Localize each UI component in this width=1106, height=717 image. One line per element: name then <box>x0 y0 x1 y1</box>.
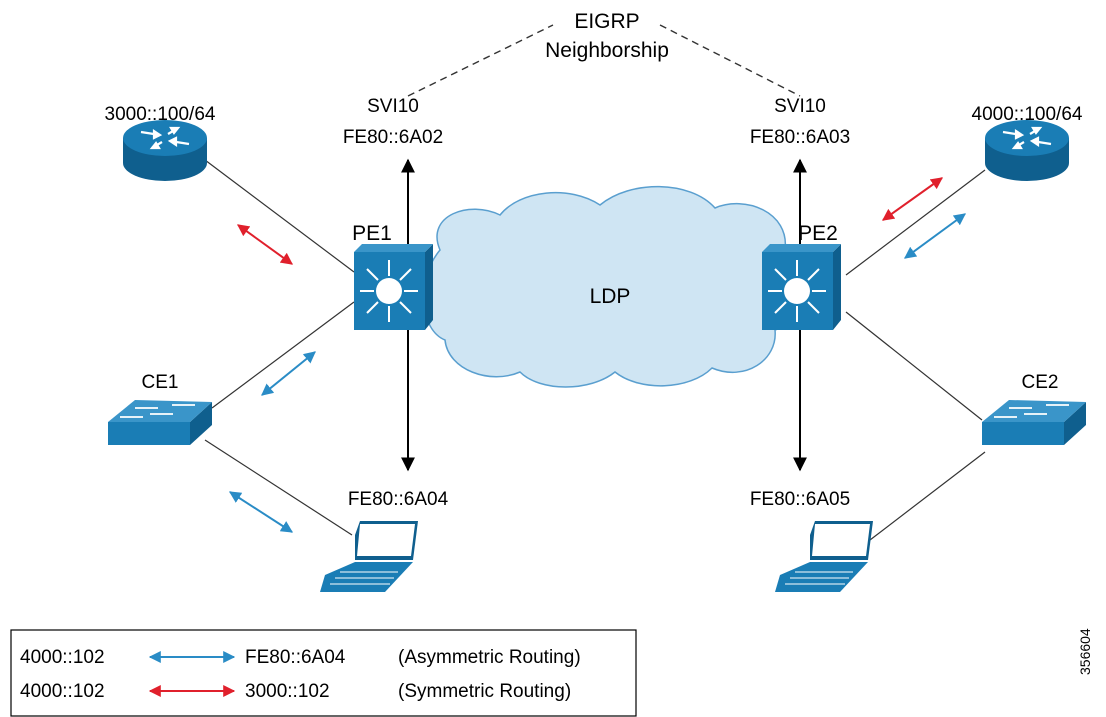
pe1-label: PE1 <box>352 222 392 245</box>
pe1-down-address: FE80::6A04 <box>348 489 449 510</box>
legend: 4000::102 FE80::6A04 (Asymmetric Routing… <box>10 629 637 717</box>
router-right-label: 4000::100/64 <box>972 104 1083 125</box>
router-icon <box>123 120 207 181</box>
router-left-label: 3000::100/64 <box>105 104 216 125</box>
pe2-label: PE2 <box>798 222 838 245</box>
symmetric-arrow-left <box>237 224 293 265</box>
eigrp-label-line2: Neighborship <box>545 39 669 62</box>
legend-row2-to: 3000::102 <box>245 681 330 702</box>
symmetric-arrow-right <box>882 177 943 221</box>
pe2-down-address: FE80::6A05 <box>750 489 850 510</box>
eigrp-neighborship-link <box>407 24 801 97</box>
layer3-switch-icon <box>762 244 841 330</box>
laptop-icon <box>320 521 418 592</box>
pe1-svi-label: SVI10 <box>367 96 419 117</box>
eigrp-label-line1: EIGRP <box>574 10 639 33</box>
legend-row1-desc: (Asymmetric Routing) <box>398 647 581 668</box>
legend-row1-from: 4000::102 <box>20 647 105 668</box>
legend-row1-to: FE80::6A04 <box>245 647 346 668</box>
router-icon <box>985 120 1069 181</box>
ldp-label: LDP <box>590 285 631 308</box>
workgroup-switch-icon <box>108 400 212 445</box>
figure-number: 356604 <box>1077 628 1093 675</box>
asymmetric-arrow-laptop1 <box>228 491 294 533</box>
pe2-svi-label: SVI10 <box>774 96 826 117</box>
laptop-icon <box>775 521 873 592</box>
asymmetric-arrow-right <box>904 213 966 259</box>
ce1-label: CE1 <box>142 372 179 393</box>
pe2-svi-address: FE80::6A03 <box>750 127 850 148</box>
workgroup-switch-icon <box>982 400 1086 445</box>
asymmetric-arrow-ce1 <box>261 351 316 396</box>
ce2-label: CE2 <box>1022 372 1059 393</box>
legend-row2-desc: (Symmetric Routing) <box>398 681 571 702</box>
legend-row2-from: 4000::102 <box>20 681 105 702</box>
layer3-switch-icon <box>354 244 433 330</box>
pe1-svi-address: FE80::6A02 <box>343 127 443 148</box>
